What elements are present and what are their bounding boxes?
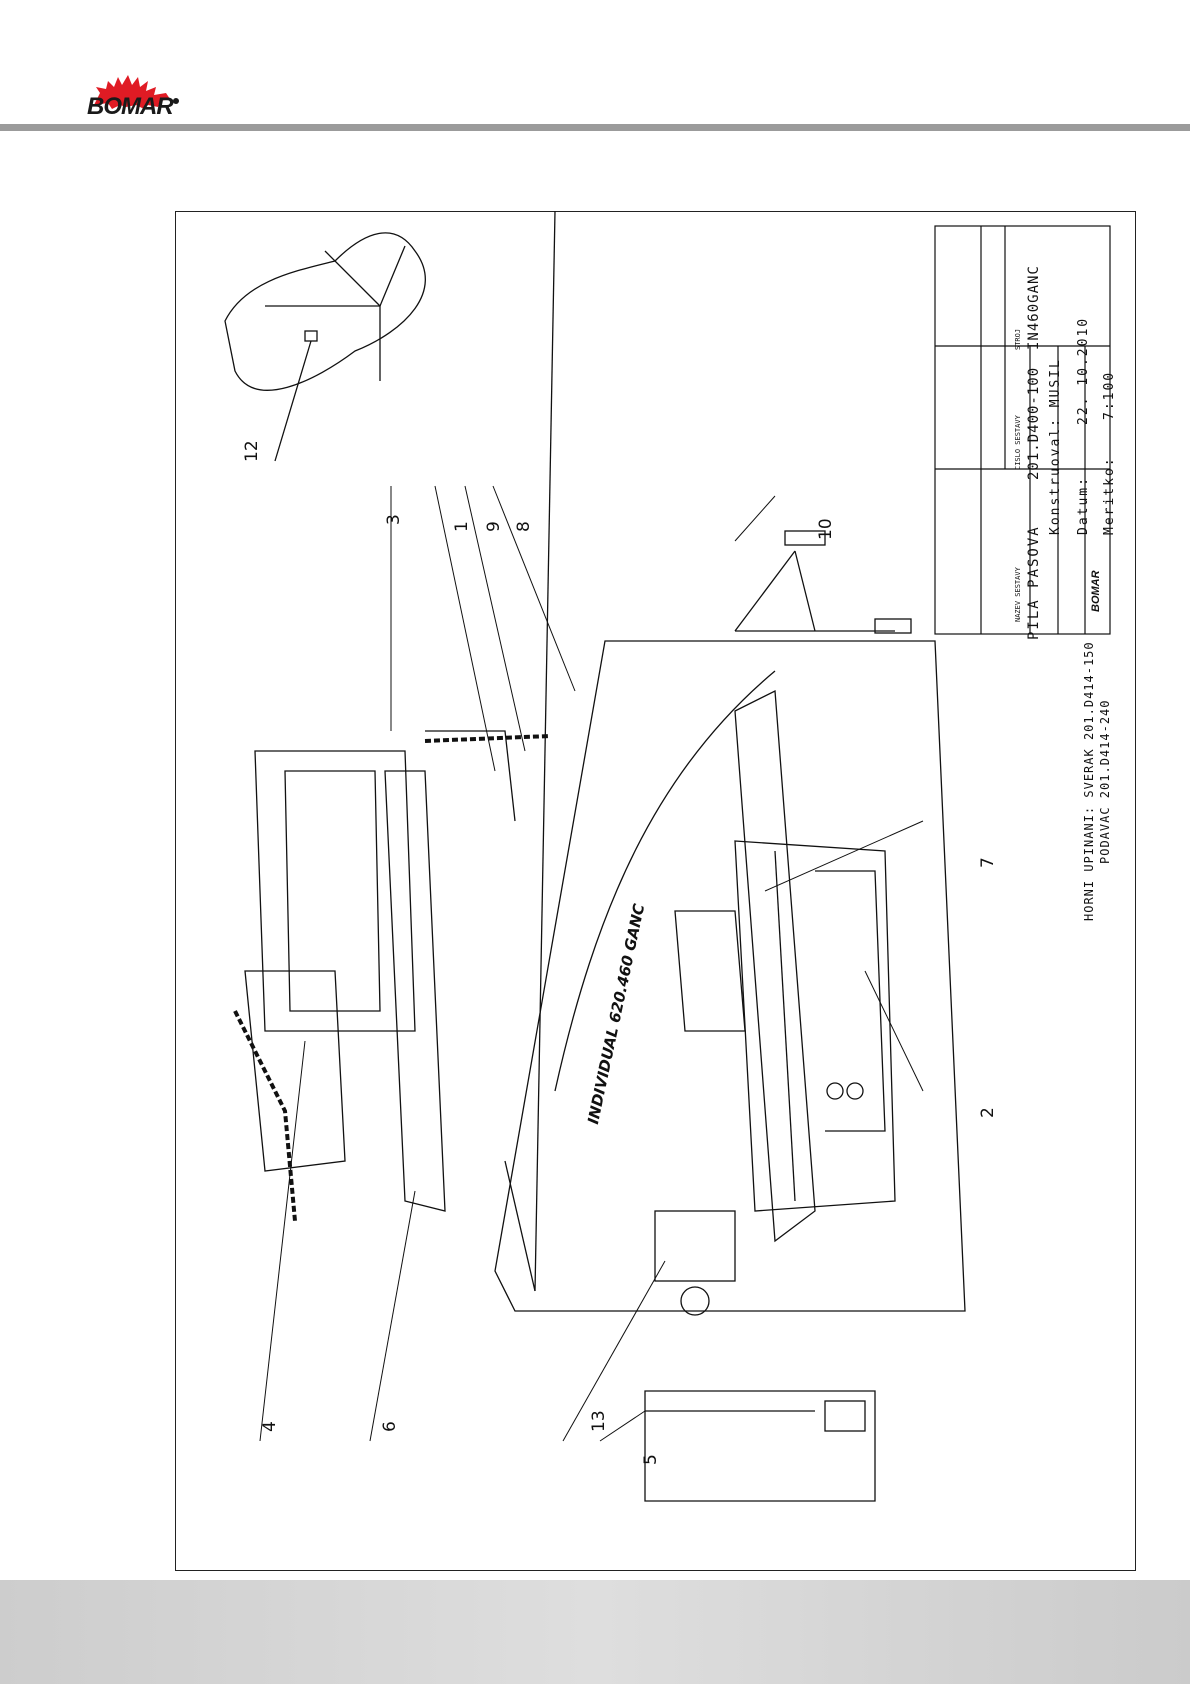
brand-wordmark: BOMAR [87,93,173,121]
callout-10: 10 [816,518,836,540]
note-line-2: PODAVAC 201.D414-240 [1098,700,1112,865]
title-designer: Konstruoval: MUSIL [1048,358,1063,535]
callout-5: 5 [641,1454,661,1465]
title-number-value: 201.D400-100 [1026,367,1042,480]
title-scale-label: Meritko: [1102,456,1117,535]
title-machine-label: STROJ [1014,329,1022,350]
footer-band [0,1580,1190,1684]
callout-3: 3 [384,514,404,525]
title-machine-value: IN460GANC [1026,265,1042,350]
assembly-drawing [175,211,1134,1569]
callout-7: 7 [978,857,998,868]
callout-6: 6 [380,1421,400,1432]
note-line-1: HORNI UPINANI: SVERAK 201.D414-150 [1082,641,1096,921]
title-scale-value: 7:100 [1102,371,1117,420]
title-date-value: 22. 10.2010 [1076,317,1091,425]
title-date-label: Datum: [1076,476,1091,535]
callout-1: 1 [452,521,472,532]
title-name-label: NAZEV SESTAVY [1014,567,1022,622]
callout-4: 4 [260,1421,280,1432]
callout-13: 13 [589,1410,609,1432]
title-block-logo: BOMAR [1090,570,1102,612]
callout-2: 2 [978,1107,998,1118]
callout-12: 12 [242,440,262,462]
header-divider [0,124,1190,131]
title-name-value: PILA PASOVA [1026,525,1042,640]
callout-9: 9 [484,521,504,532]
callout-8: 8 [514,521,534,532]
title-number-label: CISLO SESTAVY [1014,415,1022,470]
